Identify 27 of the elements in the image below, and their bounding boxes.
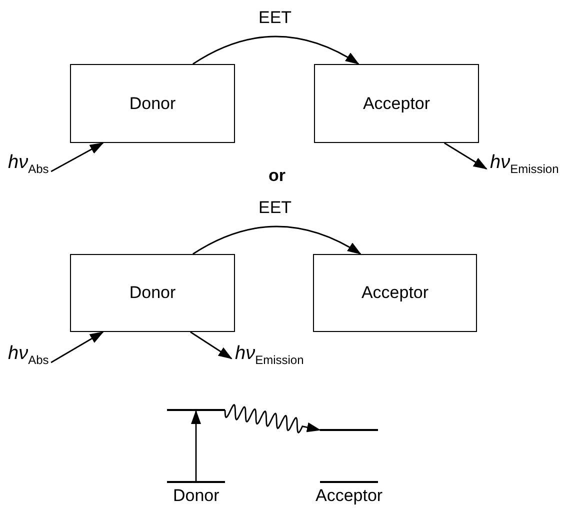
process-box xyxy=(313,254,477,332)
level-label: Donor xyxy=(173,486,220,506)
level-label: Acceptor xyxy=(316,486,383,506)
energy-level-line xyxy=(320,481,378,483)
arrow xyxy=(444,142,488,170)
arrow xyxy=(190,331,232,360)
process-box xyxy=(70,64,235,143)
arrow xyxy=(191,410,201,481)
curved-arrow xyxy=(192,226,362,255)
energy-level-line xyxy=(167,481,225,483)
photon-label: hν$_{Abs}$ xyxy=(8,152,49,178)
arrow xyxy=(50,331,104,364)
curved-arrow xyxy=(192,36,360,65)
arrow xyxy=(50,142,104,172)
photon-label: hν$_{Emission}$ xyxy=(490,152,559,178)
box-label: Donor xyxy=(129,283,176,303)
photon-label: hν$_{Abs}$ xyxy=(8,343,49,369)
process-box xyxy=(314,64,479,143)
box-label: Acceptor xyxy=(361,283,429,303)
energy-level-line xyxy=(167,409,225,411)
box-label: Acceptor xyxy=(362,94,430,114)
process-box xyxy=(70,254,235,332)
separator-word: or xyxy=(268,166,286,186)
energy-level-line xyxy=(320,429,378,431)
box-label: Donor xyxy=(129,94,176,114)
wavy-arrow xyxy=(224,404,321,434)
photon-label: hν$_{Emission}$ xyxy=(235,343,304,369)
